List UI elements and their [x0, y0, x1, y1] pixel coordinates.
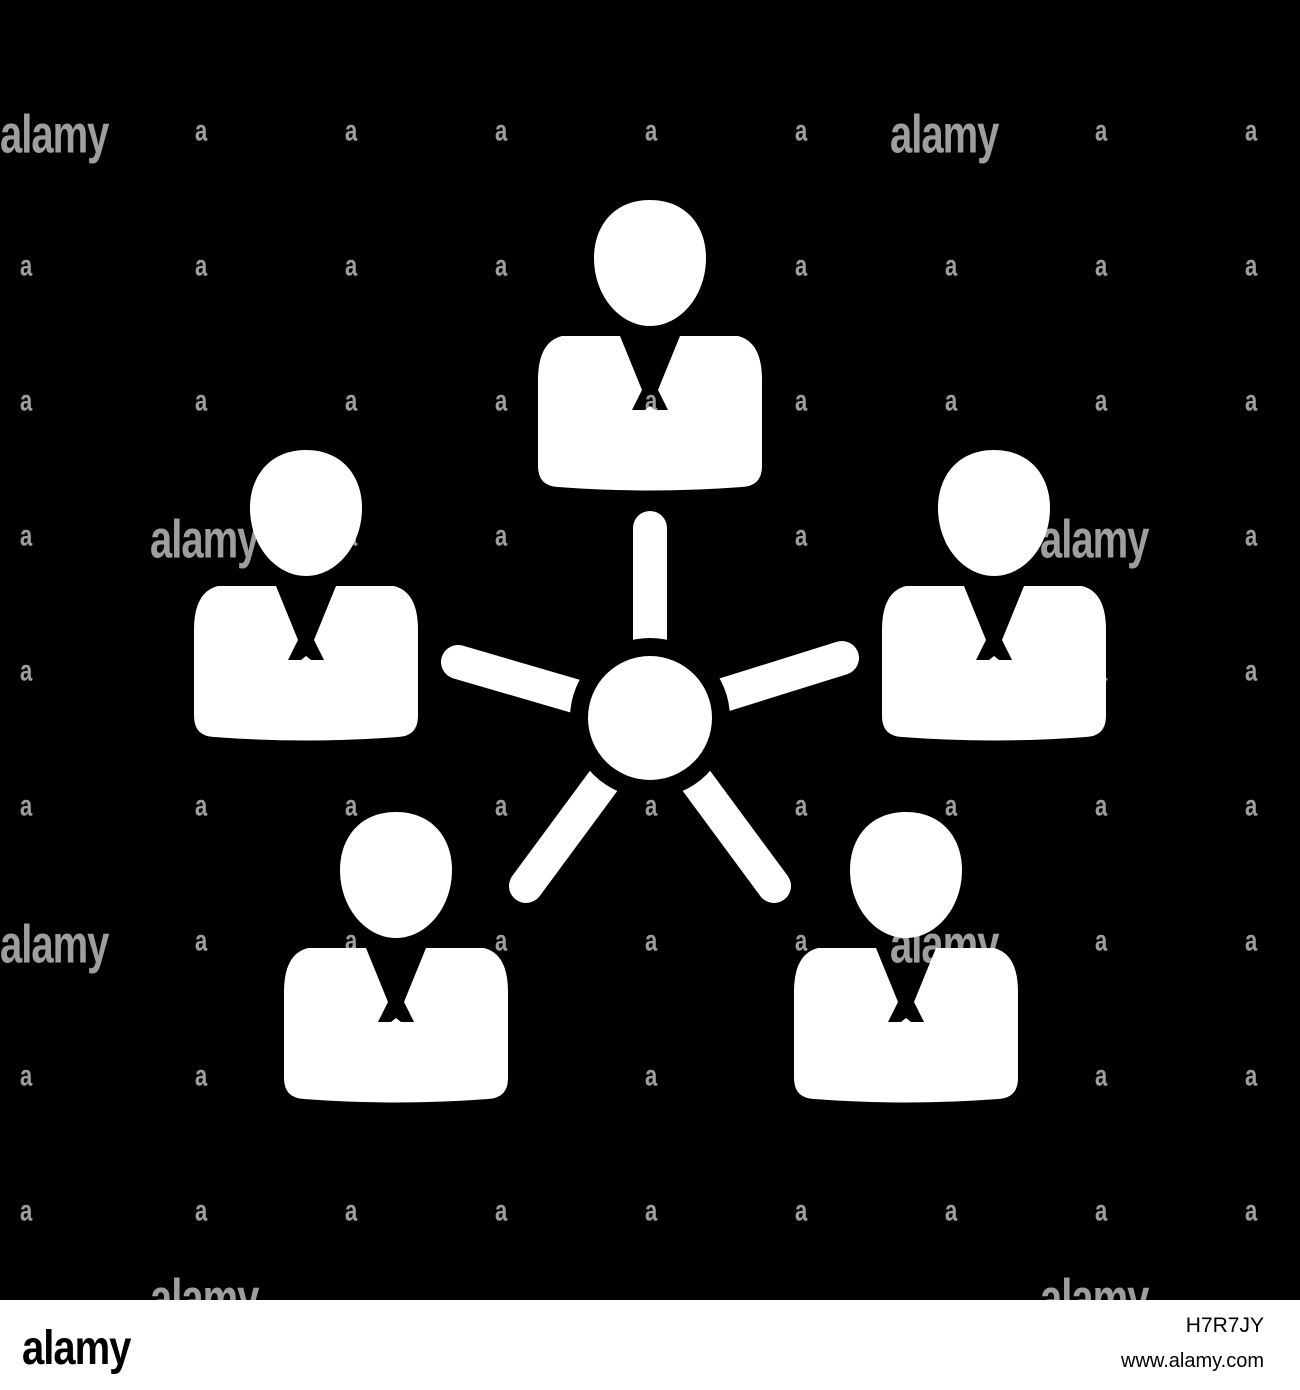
footer-url[interactable]: www.alamy.com [1121, 1350, 1264, 1372]
person-left-icon [194, 450, 418, 741]
image-id-label: H7R7JY [1185, 1314, 1264, 1337]
business-network-icon [194, 200, 1106, 1103]
person-bottom-right-icon [794, 812, 1018, 1103]
footer-bar: alamy H7R7JY www.alamy.com [0, 1300, 1300, 1390]
person-right-icon [882, 450, 1106, 741]
hub-node [588, 656, 712, 780]
person-bottom-left-icon [284, 812, 508, 1103]
person-top-icon [538, 200, 762, 491]
footer-logo: alamy [22, 1322, 131, 1375]
